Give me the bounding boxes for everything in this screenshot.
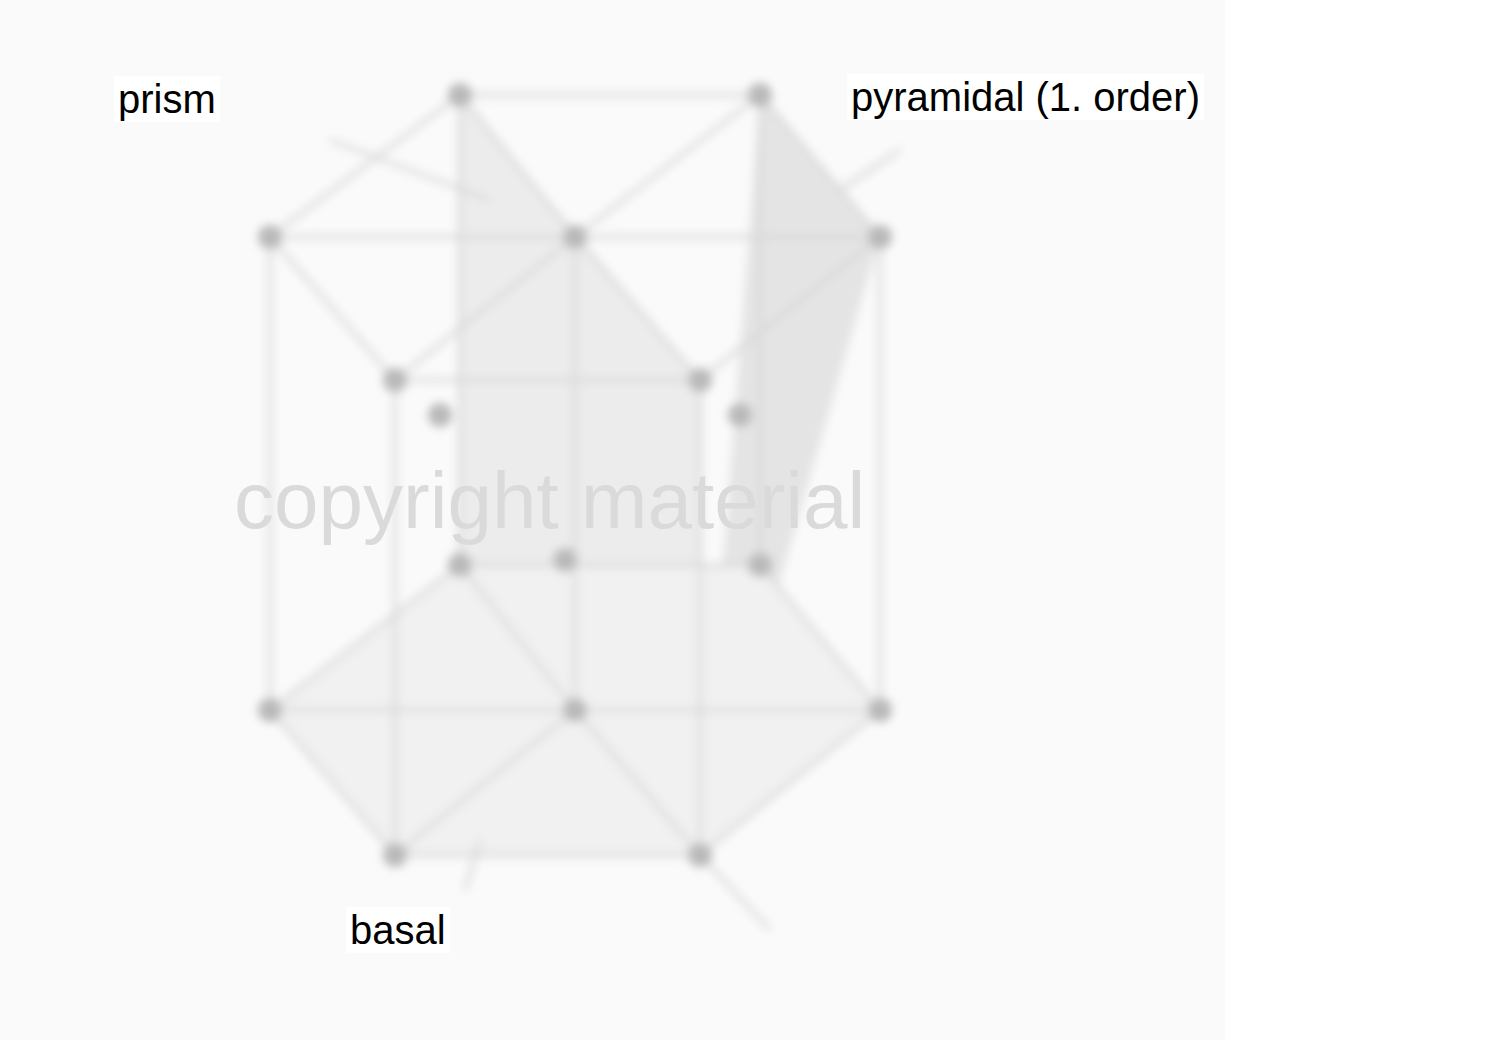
background-panel (0, 0, 1225, 1040)
plane-label: pyramidal (1. order) (847, 74, 1204, 120)
plane-label: prism (114, 76, 220, 122)
plane-label: basal (346, 907, 450, 953)
watermark: copyright material (230, 455, 869, 547)
